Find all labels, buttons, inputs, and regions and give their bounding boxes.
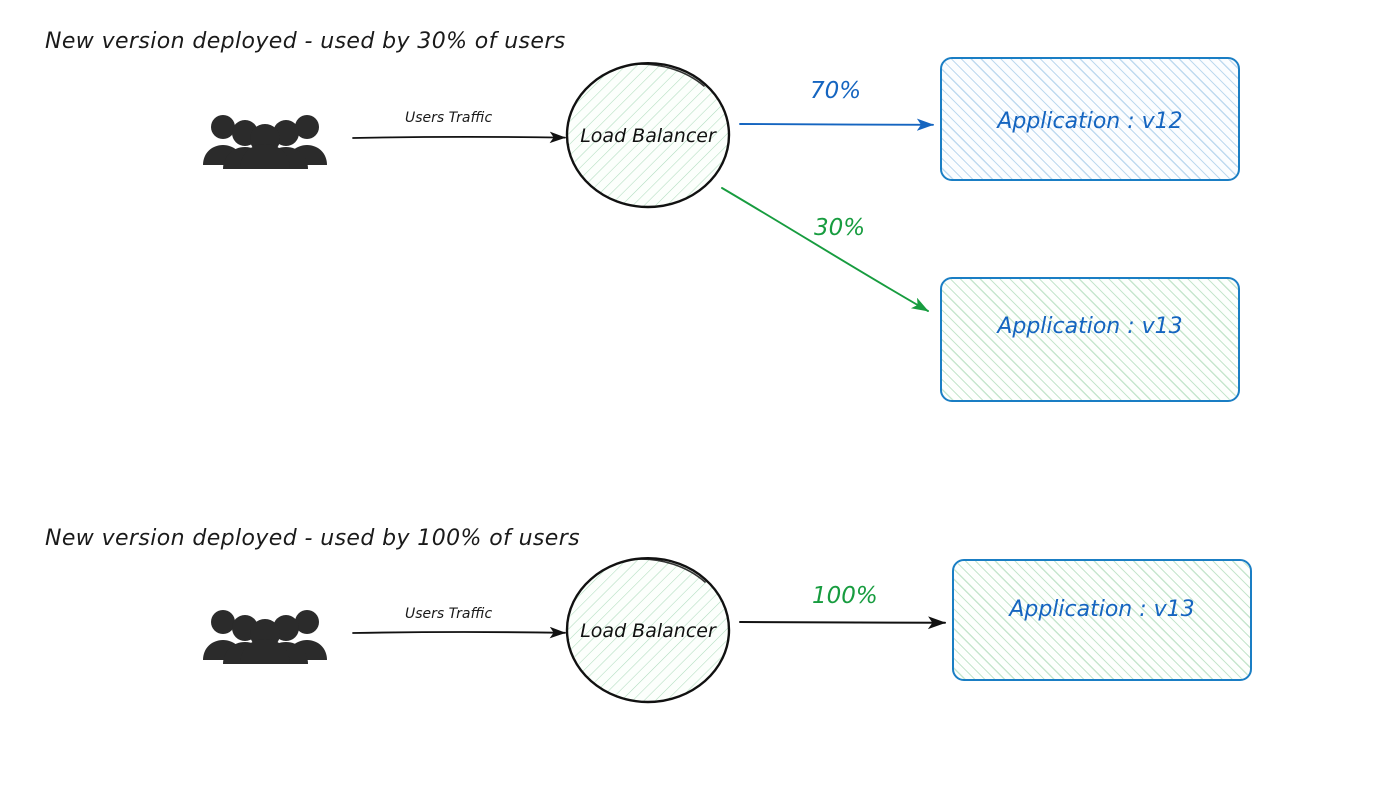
app-node-v13-canary: Application : v13 bbox=[940, 277, 1240, 402]
app-node-v13-full: Application : v13 bbox=[952, 559, 1252, 681]
edge-label-100-percent: 100% bbox=[812, 583, 878, 609]
users-group-icon-bottom bbox=[200, 602, 330, 664]
edge-lb-to-v13-100 bbox=[739, 616, 946, 630]
edge-label-30-percent: 30% bbox=[814, 215, 866, 241]
edge-lb-to-v12-70 bbox=[739, 118, 934, 131]
edge-lb-to-v13-30 bbox=[721, 187, 929, 312]
app-node-v12-hatch bbox=[942, 59, 1238, 179]
edge-label-70-percent: 70% bbox=[810, 78, 862, 104]
app-node-v13-canary-hatch bbox=[942, 279, 1238, 400]
app-node-v12: Application : v12 bbox=[940, 57, 1240, 181]
load-balancer-node-bottom bbox=[563, 555, 733, 705]
section-title-canary: New version deployed - used by 30% of us… bbox=[45, 29, 566, 54]
edge-label-users-traffic-bottom: Users Traffic bbox=[405, 606, 493, 622]
app-node-v13-full-hatch bbox=[954, 561, 1250, 679]
load-balancer-node-top bbox=[563, 60, 733, 210]
edge-label-users-traffic-top: Users Traffic bbox=[405, 110, 493, 126]
users-group-icon bbox=[200, 107, 330, 169]
section-title-full-rollout: New version deployed - used by 100% of u… bbox=[45, 526, 581, 551]
edge-users-to-lb-top bbox=[352, 131, 566, 144]
edge-users-to-lb-bottom bbox=[352, 626, 566, 639]
